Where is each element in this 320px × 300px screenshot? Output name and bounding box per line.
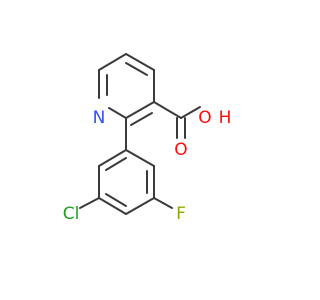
- hydroxyl-oxygen-label: O: [198, 108, 211, 128]
- bond-ar4-ar5-double: [105, 193, 127, 207]
- nitrogen-atom-label: N: [93, 108, 106, 128]
- bond-ar3-ar4: [125, 197, 155, 215]
- bond-ar6-ar1-double: [105, 157, 127, 171]
- carbonyl-oxygen-label: O: [174, 140, 187, 160]
- bond-ar5-cl: [79, 197, 100, 209]
- fluorine-atom-label: F: [176, 204, 186, 224]
- chlorofluorophenyl-ring: [79, 117, 173, 215]
- bond-c4-c5: [125, 53, 155, 71]
- bond-ar3-f: [153, 197, 173, 209]
- chemical-structure-diagram: N O H O Cl F: [63, 53, 232, 224]
- bond-c5-c6: [98, 53, 127, 71]
- bond-c2-c3: [125, 101, 155, 119]
- bond-c2-c3-double: [130, 112, 153, 126]
- bond-ar1-ar2: [125, 149, 155, 167]
- chlorine-atom-label: Cl: [63, 204, 80, 224]
- bond-carboxyl-oh: [180, 106, 201, 119]
- bond-n1-c2: [108, 107, 127, 119]
- pyridine-ring: [98, 53, 155, 126]
- bond-ar4-ar5: [98, 197, 127, 215]
- bond-c3-carboxyl: [153, 101, 182, 119]
- bond-c4-c5-double: [125, 62, 148, 76]
- carboxylic-acid-group: [153, 101, 201, 139]
- hydroxyl-hydrogen-label: H: [219, 108, 232, 128]
- bond-ar6-ar1: [98, 149, 127, 167]
